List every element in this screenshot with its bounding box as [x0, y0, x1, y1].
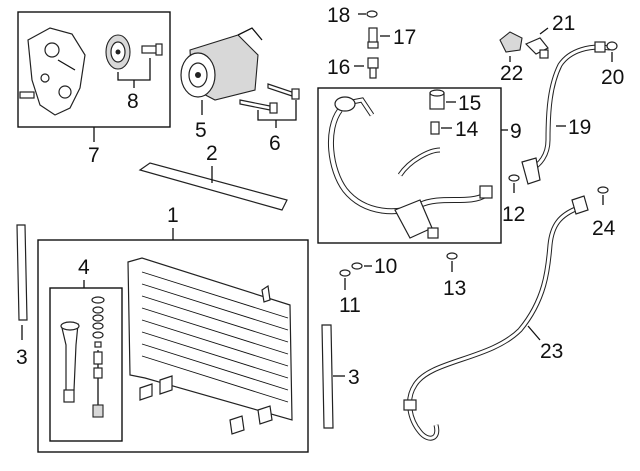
discharge-hose-19 — [521, 41, 611, 185]
callout-21: 21 — [552, 12, 575, 35]
callout-3-right: 3 — [348, 366, 360, 389]
o-ring-10 — [351, 262, 363, 270]
compressor-bolts — [239, 83, 300, 114]
leader-21 — [539, 27, 549, 35]
callout-19: 19 — [568, 116, 591, 139]
liquid-line-23 — [403, 195, 589, 441]
pressure-switch-16 — [367, 57, 379, 79]
callout-10: 10 — [374, 255, 397, 278]
callout-3-left: 3 — [16, 346, 28, 369]
callout-16: 16 — [327, 56, 350, 79]
callout-1: 1 — [167, 204, 179, 227]
cap-15 — [429, 89, 445, 110]
callout-14: 14 — [455, 118, 479, 141]
o-ring-11 — [339, 269, 351, 277]
idler-pulley — [105, 34, 131, 70]
desiccant-filter — [92, 350, 104, 418]
ac-compressor — [180, 27, 263, 101]
callout-24: 24 — [592, 217, 616, 240]
callout-8: 8 — [127, 90, 139, 113]
callout-11: 11 — [339, 294, 361, 317]
valve-core-14 — [430, 121, 440, 135]
callout-12: 12 — [502, 203, 525, 226]
callout-17: 17 — [393, 26, 416, 49]
leader-23 — [527, 325, 541, 341]
box-drier-kit — [49, 287, 123, 442]
suction-hose — [327, 96, 493, 239]
drier-seals-rings — [91, 296, 105, 348]
o-ring-13 — [446, 252, 458, 260]
o-ring-18 — [366, 10, 378, 18]
callout-5: 5 — [195, 119, 207, 142]
receiver-drier — [60, 321, 80, 403]
callout-23: 23 — [540, 340, 563, 363]
fitting-22 — [499, 31, 523, 53]
callout-7: 7 — [88, 144, 100, 167]
callout-4: 4 — [78, 256, 90, 279]
callout-18: 18 — [327, 4, 350, 27]
leader-6-bracket — [257, 100, 297, 121]
side-seal-left — [16, 224, 28, 321]
fitting-21 — [524, 37, 549, 59]
side-seal-right — [321, 324, 334, 429]
callout-22: 22 — [500, 62, 523, 85]
upper-seal — [138, 162, 288, 211]
box-hose-assembly — [317, 87, 502, 244]
o-ring-20 — [606, 41, 618, 51]
callout-20: 20 — [601, 66, 624, 89]
box-condenser-group — [37, 239, 309, 453]
pulley-bolt — [141, 43, 163, 56]
pressure-sensor-17 — [367, 27, 379, 49]
o-ring-24 — [597, 186, 609, 194]
callout-15: 15 — [458, 92, 481, 115]
callout-6: 6 — [269, 132, 281, 155]
callout-9: 9 — [510, 120, 522, 143]
callout-2: 2 — [206, 142, 218, 165]
callout-13: 13 — [443, 277, 466, 300]
compressor-bracket — [19, 27, 86, 116]
condenser-brackets — [139, 375, 273, 435]
o-ring-12 — [508, 174, 520, 182]
